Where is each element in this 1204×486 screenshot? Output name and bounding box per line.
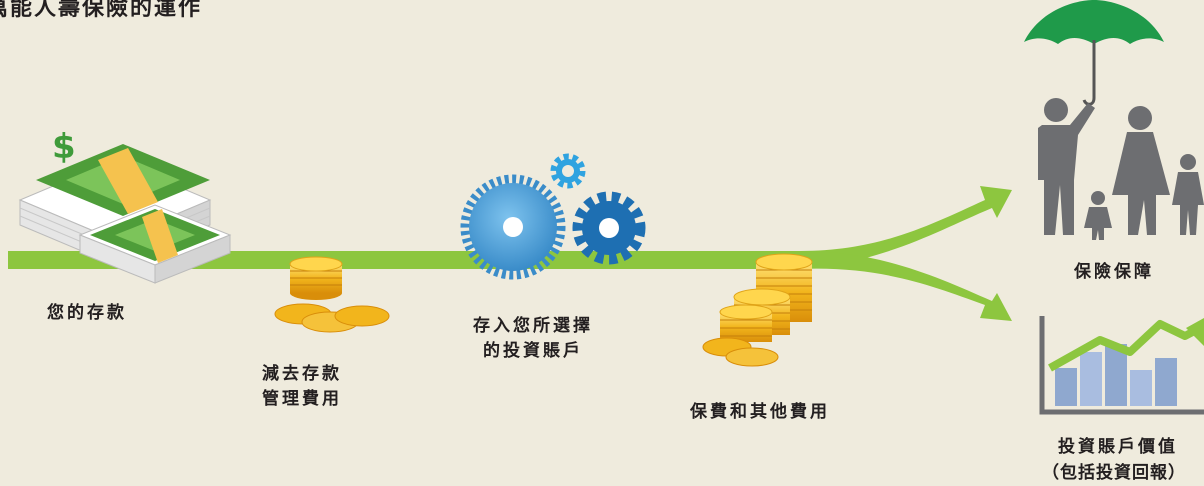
outcome-label-account-value-line2: （包括投資回報） [1042, 463, 1186, 483]
step-label-premium-charges: 保費和其他費用 [690, 402, 830, 422]
step-label-invest-account-line2: 的投資賬戶 [483, 341, 583, 361]
money-stack-icon: $ [18, 127, 232, 284]
family-umbrella-icon [1024, 0, 1204, 240]
outcome-label-insurance: 保險保障 [1074, 262, 1154, 282]
step-label-invest-account-line1: 存入您所選擇 [473, 316, 593, 336]
page-title: 萬能人壽保險的運作 [0, 0, 203, 21]
outcome-label-account-value-line1: 投資賬戶價值 [1058, 437, 1178, 457]
coin-tower-icon [702, 253, 813, 367]
coin-stack-icon [274, 256, 390, 333]
gears-icon [460, 153, 646, 280]
dollar-sign-icon: $ [52, 127, 76, 167]
growth-chart-icon [1039, 316, 1204, 415]
step-label-deduct-fee-line1: 減去存款 [262, 364, 342, 384]
step-label-invest-account: 存入您所選擇 的投資賬戶 [473, 314, 593, 364]
outcome-label-account-value: 投資賬戶價值 （包括投資回報） [1042, 434, 1186, 486]
step-label-deposit: 您的存款 [47, 303, 127, 323]
step-label-deduct-fee: 減去存款 管理費用 [262, 362, 342, 412]
step-label-deduct-fee-line2: 管理費用 [262, 389, 342, 409]
